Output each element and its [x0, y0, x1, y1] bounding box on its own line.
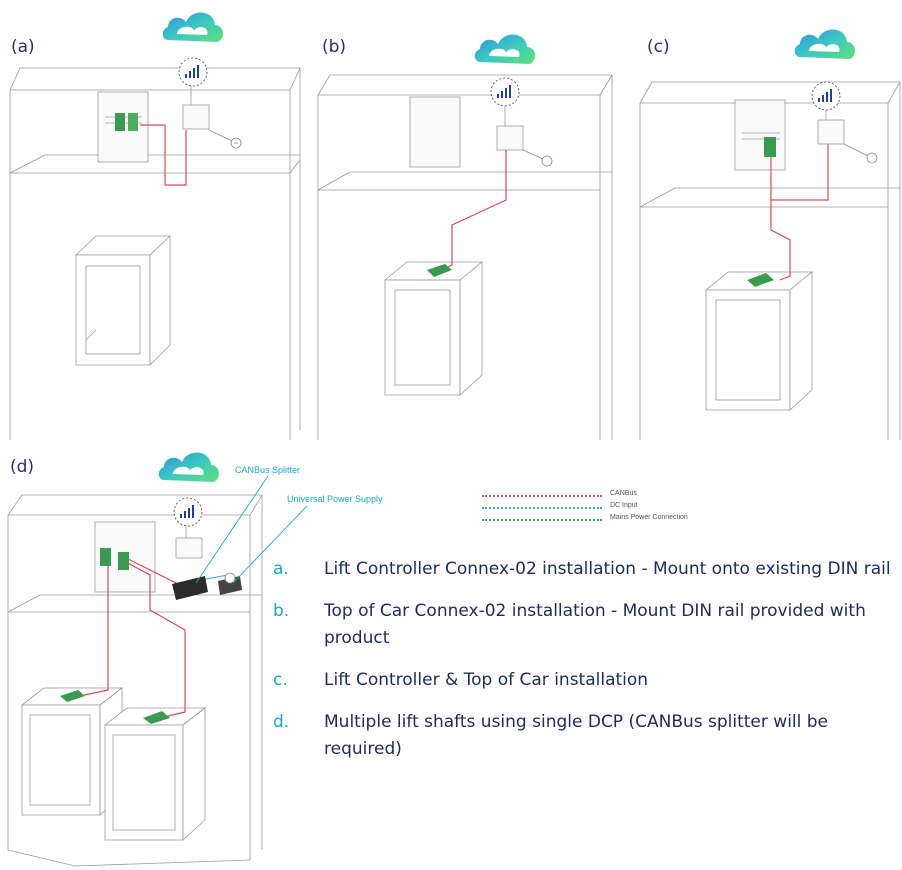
legend: CANBus DC Input Mains Power Connection	[482, 490, 742, 526]
legend-label: DC Input	[610, 502, 638, 509]
canbus-splitter-callout: CANBus Splitter	[235, 465, 301, 475]
power-supply-callout: Universal Power Supply	[287, 494, 383, 504]
note-letter: c.	[273, 670, 288, 690]
panel-a-illustration	[9, 67, 301, 440]
signal-icon	[490, 77, 520, 107]
note-item: a. Lift Controller Connex-02 installatio…	[273, 556, 893, 583]
legend-swatch-mains	[482, 519, 602, 521]
controller-connex-c	[764, 137, 776, 157]
canbus-cable-d	[79, 554, 186, 719]
panel-c-illustration	[639, 81, 901, 440]
note-letter: b.	[273, 601, 290, 621]
power-plug-icon	[224, 572, 236, 584]
canbus-cable-a	[140, 124, 187, 186]
cloud-icon	[162, 12, 224, 43]
note-text: Lift Controller & Top of Car installatio…	[324, 670, 649, 690]
panel-label-a: (a)	[11, 37, 35, 57]
top-car-connex-d	[60, 690, 170, 724]
callout-leader-lines	[195, 475, 308, 584]
note-letter: d.	[273, 712, 290, 732]
cloud-icon	[474, 34, 536, 64]
note-item: d. Multiple lift shafts using single DCP…	[273, 709, 893, 763]
note-text: Top of Car Connex-02 installation - Moun…	[324, 601, 866, 648]
panel-d-illustration	[7, 494, 263, 867]
power-plug-icon	[843, 143, 878, 164]
panel-b-illustration	[317, 74, 613, 440]
panel-label-b: (b)	[322, 37, 347, 57]
legend-swatch-dc-input	[482, 507, 602, 509]
note-text: Multiple lift shafts using single DCP (C…	[324, 712, 829, 759]
note-item: c. Lift Controller & Top of Car installa…	[273, 667, 893, 694]
canbus-cable-c	[770, 144, 829, 281]
cloud-icon	[158, 452, 220, 482]
legend-swatch-canbus	[482, 495, 602, 497]
universal-power-supply	[218, 576, 242, 595]
signal-icon	[173, 497, 203, 527]
power-plug-icon	[522, 149, 553, 167]
panel-label-d: (d)	[10, 457, 35, 477]
signal-icon	[178, 57, 208, 87]
controller-connex-a	[115, 113, 138, 131]
installation-notes: a. Lift Controller Connex-02 installatio…	[273, 556, 893, 778]
controller-connex-d	[100, 548, 129, 570]
note-item: b. Top of Car Connex-02 installation - M…	[273, 598, 893, 652]
panel-label-c: (c)	[647, 37, 670, 57]
power-plug-icon	[208, 129, 242, 149]
legend-label: Mains Power Connection	[610, 514, 688, 521]
legend-item-dc-input: DC Input	[482, 502, 742, 514]
legend-label: CANBus	[610, 490, 637, 497]
top-car-connex-c	[747, 273, 774, 287]
note-text: Lift Controller Connex-02 installation -…	[324, 559, 891, 579]
signal-icon	[811, 81, 841, 111]
legend-item-mains: Mains Power Connection	[482, 514, 742, 526]
note-letter: a.	[273, 559, 289, 579]
legend-item-canbus: CANBus	[482, 490, 742, 502]
cloud-icon	[794, 29, 856, 59]
canbus-cable-b	[439, 150, 507, 271]
top-car-connex-b	[427, 264, 452, 277]
canbus-splitter	[172, 576, 208, 600]
